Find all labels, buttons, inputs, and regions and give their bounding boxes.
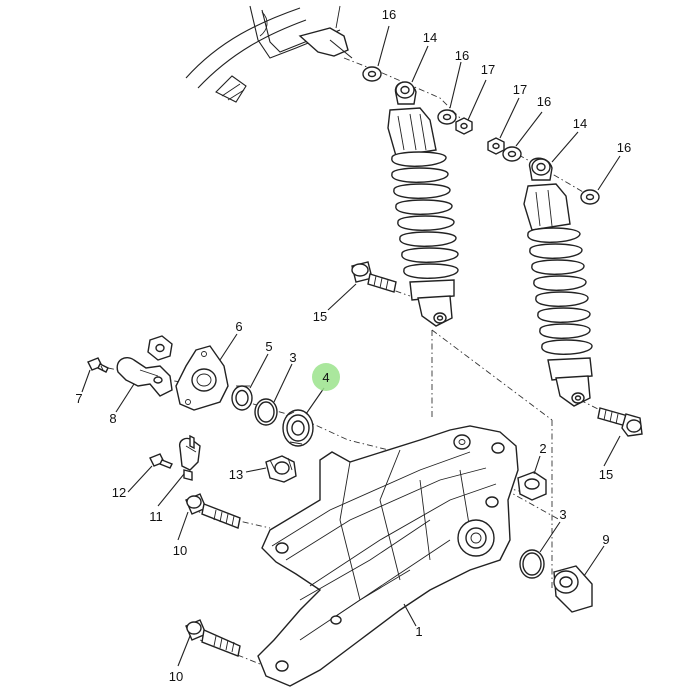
frame-section — [185, 5, 353, 103]
plate-6[interactable] — [175, 345, 229, 411]
screw-12[interactable] — [149, 453, 173, 469]
collar-13[interactable] — [265, 455, 297, 483]
bolt-10-a[interactable] — [185, 493, 241, 529]
nut-17-b[interactable] — [487, 137, 505, 155]
bolt-10-b[interactable] — [185, 619, 241, 657]
callout-15[interactable]: 15 — [599, 467, 613, 482]
washer-16-c[interactable] — [502, 146, 522, 162]
callout-16[interactable]: 16 — [382, 7, 396, 22]
callout-13[interactable]: 13 — [229, 467, 243, 482]
bolt-15-b[interactable] — [597, 407, 643, 437]
callout-17[interactable]: 17 — [481, 62, 495, 77]
callout-4[interactable]: 4 — [322, 370, 329, 385]
washer-16-a[interactable] — [362, 66, 382, 82]
callout-8[interactable]: 8 — [109, 411, 116, 426]
callout-16[interactable]: 16 — [455, 48, 469, 63]
callouts: 16 14 16 17 17 16 14 16 15 6 5 3 4 7 8 2… — [75, 7, 631, 684]
callout-10[interactable]: 10 — [169, 669, 183, 684]
callout-2[interactable]: 2 — [539, 441, 546, 456]
callout-3[interactable]: 3 — [289, 350, 296, 365]
callout-leader-lines — [81, 25, 621, 667]
bracket-11[interactable] — [178, 434, 201, 481]
screw-7[interactable] — [87, 357, 109, 373]
collar-9[interactable] — [553, 565, 593, 613]
callout-15[interactable]: 15 — [313, 309, 327, 324]
callout-14[interactable]: 14 — [423, 30, 437, 45]
callout-9[interactable]: 9 — [602, 532, 609, 547]
callout-7[interactable]: 7 — [75, 391, 82, 406]
nut-17-a[interactable] — [455, 117, 473, 135]
callout-5[interactable]: 5 — [265, 339, 272, 354]
circlip-3-b[interactable] — [519, 549, 545, 579]
nut-6-small[interactable] — [147, 335, 173, 361]
bushing-2[interactable] — [517, 471, 547, 501]
callout-12[interactable]: 12 — [112, 485, 126, 500]
callout-3[interactable]: 3 — [559, 507, 566, 522]
circlip-3-a[interactable] — [254, 398, 278, 426]
washer-16-b[interactable] — [437, 109, 457, 125]
washer-16-d[interactable] — [580, 189, 600, 205]
left-shock-absorber[interactable] — [387, 81, 459, 327]
right-shock-absorber[interactable] — [523, 157, 593, 407]
callout-10[interactable]: 10 — [173, 543, 187, 558]
callout-4-highlight — [312, 363, 340, 391]
clip-8[interactable] — [116, 356, 173, 397]
swing-arm[interactable] — [257, 425, 519, 687]
bearing-4[interactable] — [282, 409, 314, 447]
callout-6[interactable]: 6 — [235, 319, 242, 334]
right-shock-spring — [527, 227, 593, 355]
callout-11[interactable]: 11 — [149, 509, 163, 524]
seal-5[interactable] — [231, 385, 253, 411]
callout-16[interactable]: 16 — [617, 140, 631, 155]
callout-16[interactable]: 16 — [537, 94, 551, 109]
callout-17[interactable]: 17 — [513, 82, 527, 97]
left-shock-spring — [391, 151, 459, 279]
callout-14[interactable]: 14 — [573, 116, 587, 131]
callout-1[interactable]: 1 — [415, 624, 422, 639]
bolt-15-a[interactable] — [351, 261, 397, 293]
